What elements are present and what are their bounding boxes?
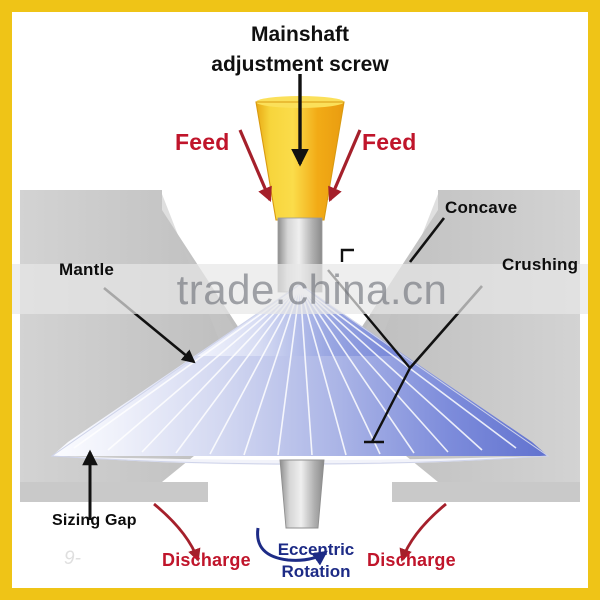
watermark-text: trade.china.cn	[176, 266, 448, 313]
title-line-2: adjustment screw	[211, 52, 389, 76]
label-crushing: Crushing	[502, 255, 579, 274]
eccentric-rotation-arrow	[256, 527, 328, 566]
eccentric-line-1: Eccentric	[277, 540, 355, 559]
label-eccentric-rotation: Eccentric Rotation	[261, 539, 371, 583]
body-base-left	[20, 482, 208, 502]
title-line-1: Mainshaft	[250, 23, 349, 46]
ghost-artifact: 9-	[64, 548, 81, 569]
label-discharge-left: Discharge	[162, 550, 251, 570]
watermark-band	[12, 264, 588, 314]
page-title: Mainshaft adjustment screw	[12, 20, 588, 80]
body-base-right	[392, 482, 580, 502]
feed-arrow-left	[238, 129, 272, 203]
label-discharge-right: Discharge	[367, 550, 456, 570]
eccentric-line-2: Rotation	[281, 561, 351, 581]
label-sizing-gap: Sizing Gap	[52, 512, 137, 529]
concave-leader	[408, 217, 446, 263]
discharge-arrow-left	[153, 502, 201, 562]
eccentric-shaft-lower	[279, 459, 325, 529]
label-feed-right: Feed	[362, 129, 417, 155]
label-mantle: Mantle	[59, 260, 115, 279]
diagram-canvas: 9- trade.china.cn Mainshaft adjustment s…	[12, 12, 588, 588]
discharge-arrow-right	[399, 502, 447, 562]
label-concave: Concave	[445, 198, 518, 217]
feed-arrow-right	[328, 129, 362, 203]
label-feed-left: Feed	[175, 129, 230, 155]
